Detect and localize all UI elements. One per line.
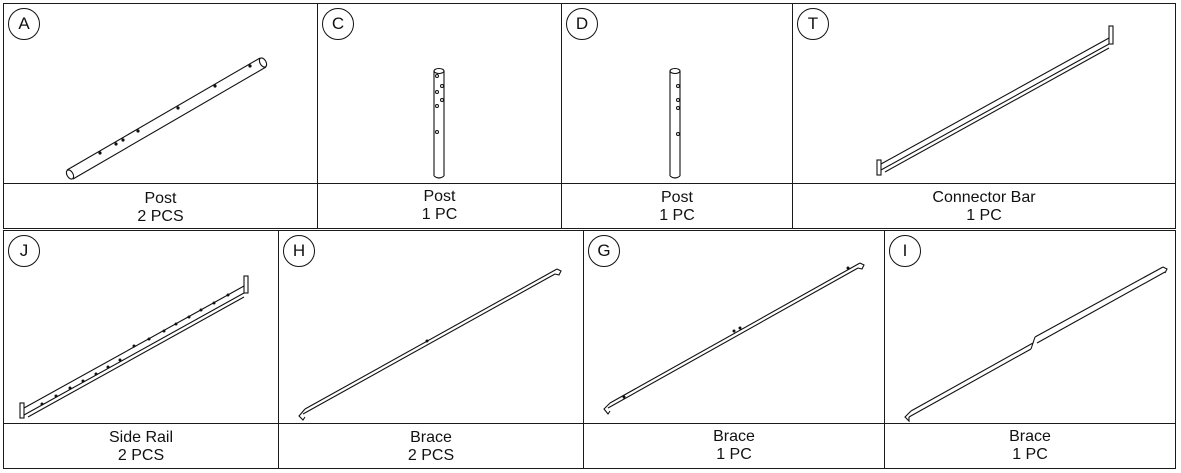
part-g-caption: Brace 1 PC	[583, 423, 885, 469]
part-a-image-cell: A	[3, 3, 318, 184]
part-a-quantity: 2 PCS	[137, 208, 184, 225]
part-h-letter-badge: H	[283, 235, 315, 267]
part-a-name: Post	[144, 190, 177, 207]
part-j-image-cell: J	[3, 230, 279, 424]
connector-bar-icon	[876, 25, 1114, 176]
horizontal-post-icon	[65, 57, 268, 180]
part-d-name: Post	[660, 189, 693, 206]
side-rail-icon	[19, 275, 249, 419]
part-g-letter-badge: G	[588, 235, 620, 267]
part-j-caption: Side Rail 2 PCS	[3, 423, 279, 469]
part-g-quantity: 1 PC	[716, 446, 752, 463]
part-c-name: Post	[423, 188, 456, 205]
part-d-letter-badge: D	[566, 8, 598, 40]
part-a-caption: Post 2 PCS	[3, 183, 318, 229]
part-i-letter-badge: I	[889, 235, 921, 267]
split-brace-icon	[904, 266, 1168, 423]
part-j-name: Side Rail	[108, 429, 174, 446]
part-t-image-cell: T	[792, 3, 1176, 184]
part-c-image-cell: C	[317, 3, 562, 184]
part-t-letter-badge: T	[797, 8, 829, 40]
part-d-image-cell: D	[561, 3, 793, 184]
part-i-caption: Brace 1 PC	[884, 423, 1176, 469]
part-h-image-cell: H	[278, 230, 584, 424]
part-c-caption: Post 1 PC	[317, 183, 562, 229]
brace-icon	[298, 268, 562, 421]
part-c-letter-badge: C	[322, 8, 354, 40]
vertical-post-icon	[669, 67, 681, 179]
part-i-name: Brace	[1009, 428, 1051, 445]
part-j-quantity: 2 PCS	[117, 447, 165, 464]
part-a-letter-badge: A	[8, 8, 40, 40]
part-i-image-cell: I	[884, 230, 1176, 424]
part-g-name: Brace	[713, 428, 755, 445]
part-g-image-cell: G	[583, 230, 885, 424]
part-j-letter-badge: J	[8, 235, 40, 267]
brace-icon	[603, 262, 865, 415]
part-h-quantity: 2 PCS	[407, 447, 455, 464]
part-i-quantity: 1 PC	[1012, 446, 1048, 463]
part-t-caption: Connector Bar 1 PC	[792, 183, 1176, 229]
vertical-post-icon	[433, 67, 445, 179]
part-h-caption: Brace 2 PCS	[278, 423, 584, 469]
part-t-quantity: 1 PC	[966, 207, 1002, 224]
part-d-caption: Post 1 PC	[561, 183, 793, 229]
part-h-name: Brace	[410, 429, 452, 446]
part-d-quantity: 1 PC	[659, 207, 695, 224]
part-c-quantity: 1 PC	[421, 206, 458, 223]
part-t-name: Connector Bar	[932, 189, 1036, 206]
